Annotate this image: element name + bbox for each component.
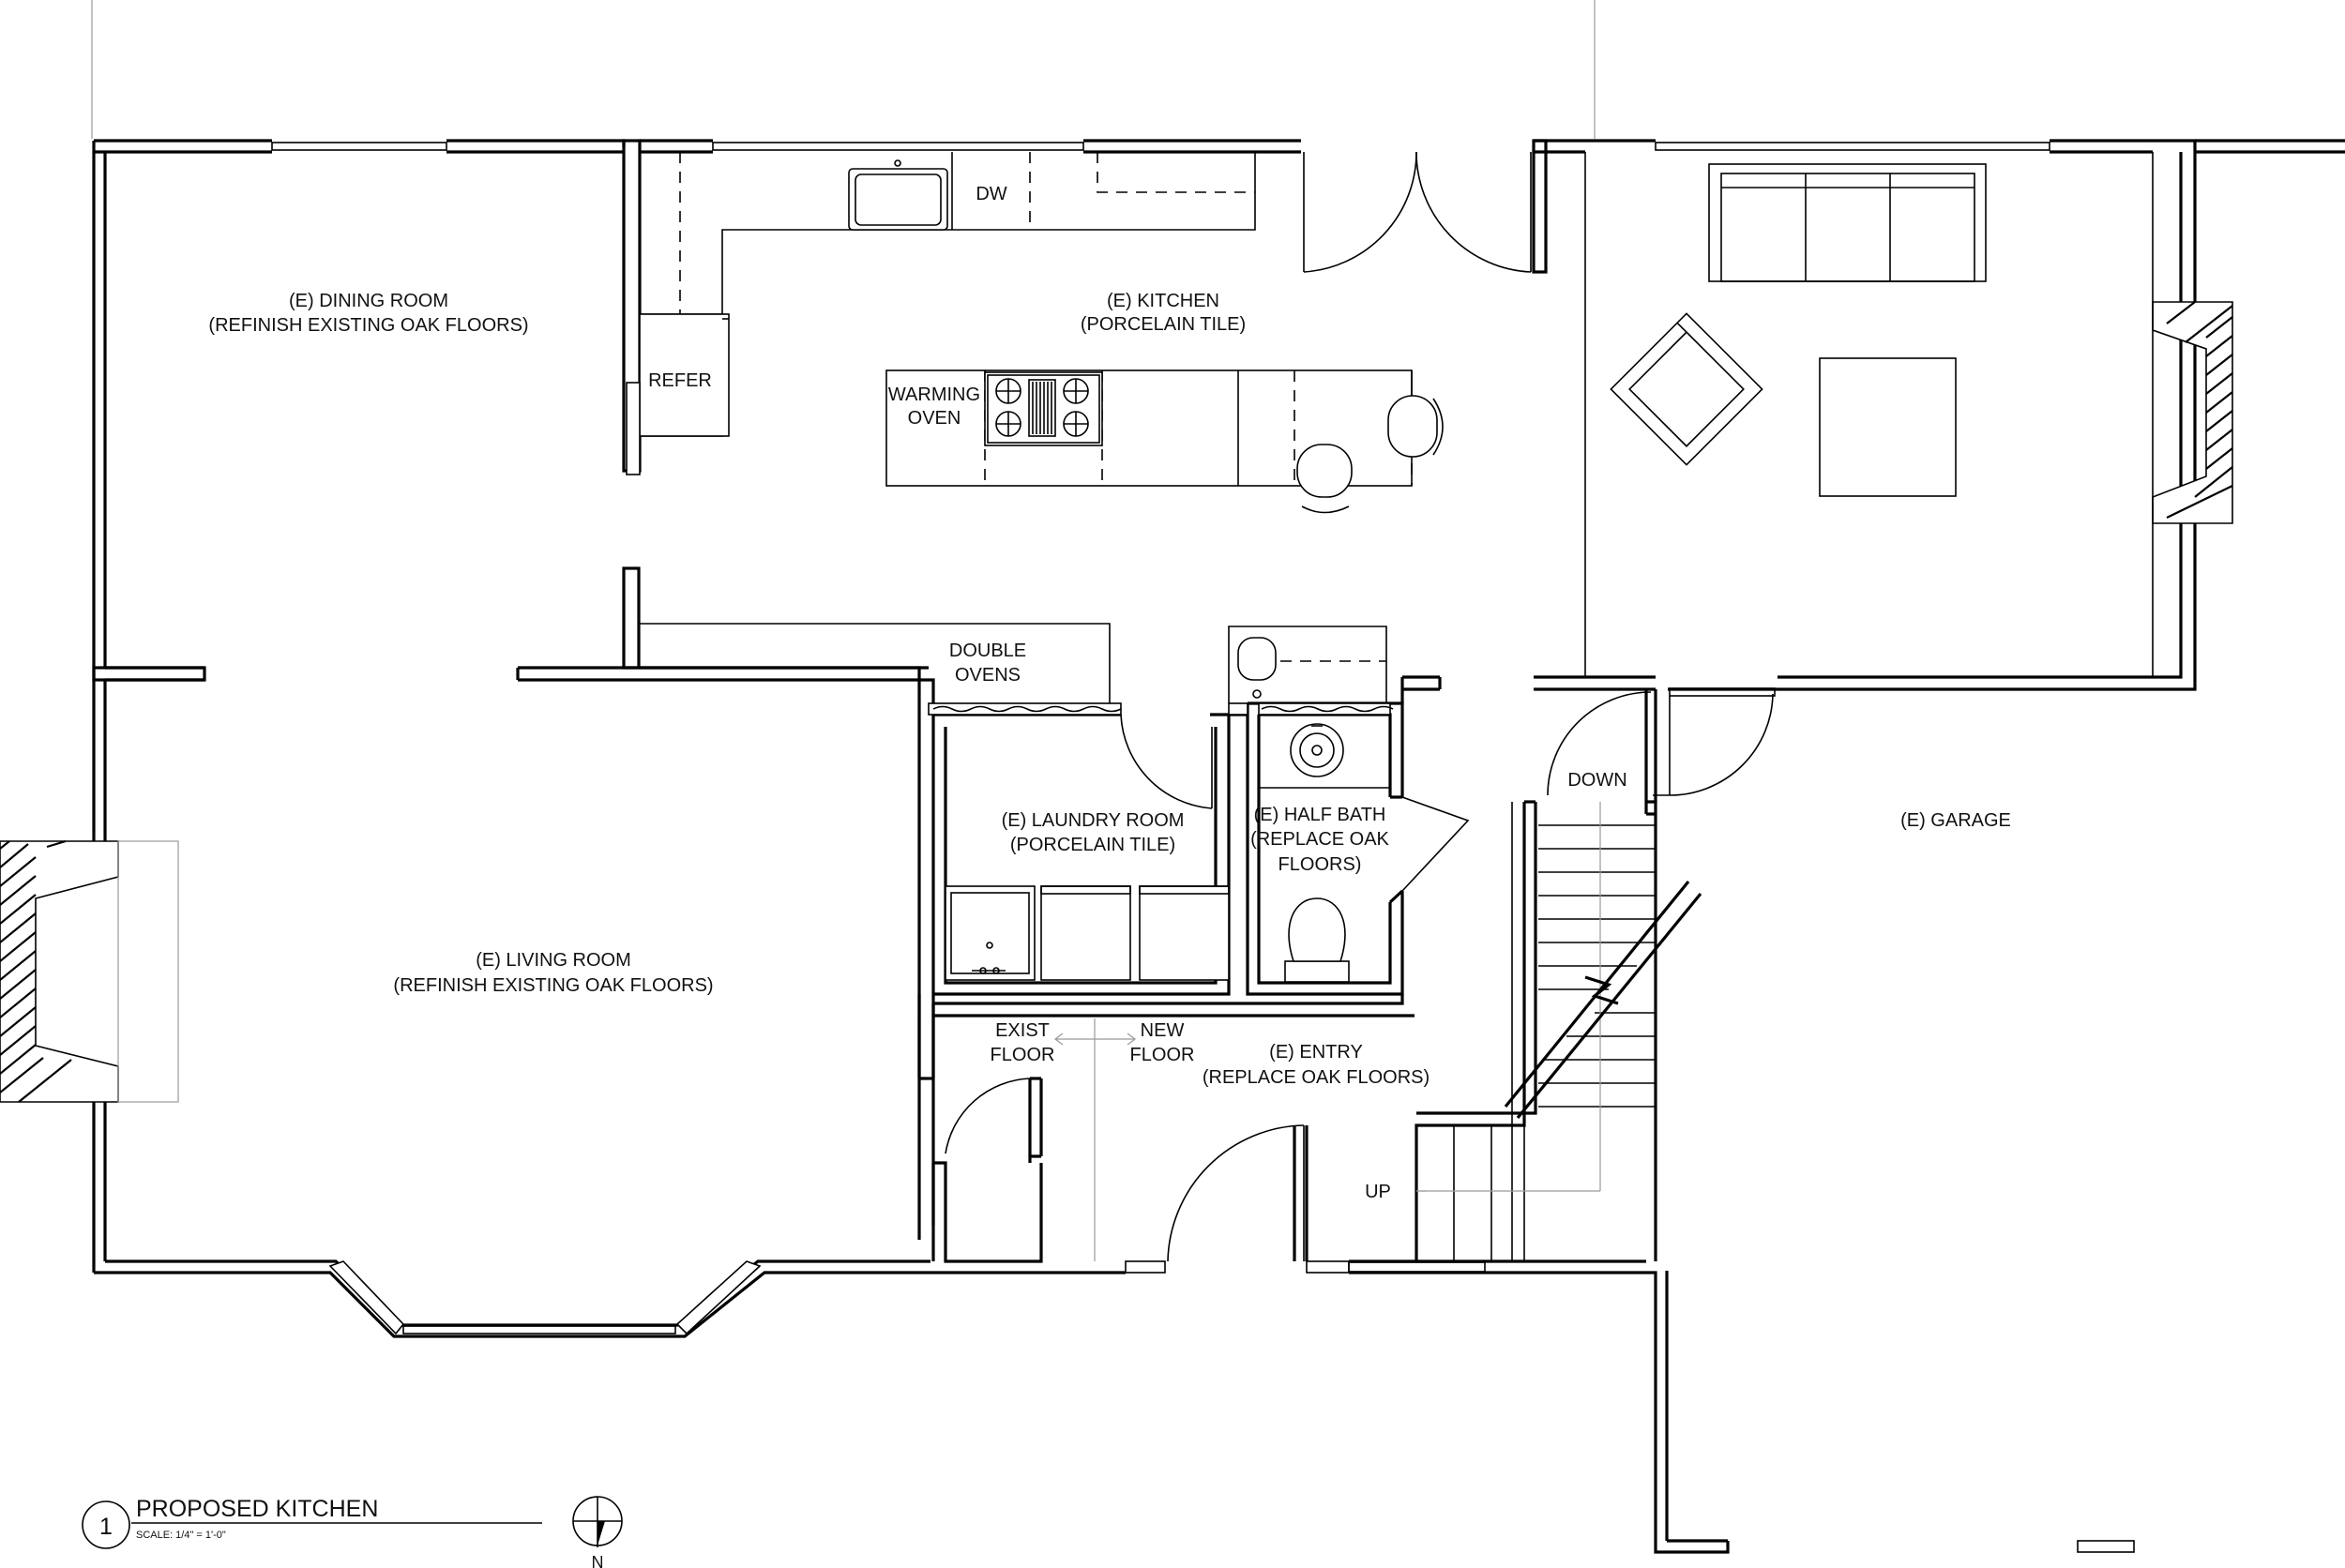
exist-floor-label-2: FLOOR xyxy=(991,1045,1055,1065)
entry-note: (REPLACE OAK FLOORS) xyxy=(1203,1067,1430,1088)
new-floor-label-1: NEW xyxy=(1141,1020,1185,1041)
doors xyxy=(945,151,1774,1262)
living-room-note: (REFINISH EXISTING OAK FLOORS) xyxy=(393,975,713,996)
title-block: 1 PROPOSED KITCHEN SCALE: 1/4" = 1'-0" xyxy=(82,1496,542,1549)
kitchen-note: (PORCELAIN TILE) xyxy=(1081,314,1246,335)
half-bath-label: (E) HALF BATH xyxy=(1254,805,1386,825)
drawing-title: PROPOSED KITCHEN xyxy=(136,1496,378,1522)
staircase xyxy=(1416,802,1702,1261)
laundry-room-label: (E) LAUNDRY ROOM xyxy=(1002,810,1185,831)
new-floor-label-2: FLOOR xyxy=(1130,1045,1195,1065)
north-arrow: N xyxy=(572,1496,623,1568)
stair-down-label: DOWN xyxy=(1567,770,1626,791)
dining-room-label: (E) DINING ROOM xyxy=(289,291,448,311)
half-bath-note-2: FLOORS) xyxy=(1278,854,1362,875)
entry-label: (E) ENTRY xyxy=(1269,1042,1363,1063)
half-bath-fixtures xyxy=(1259,723,1390,983)
kitchen-label: (E) KITCHEN xyxy=(1107,291,1219,311)
refrigerator-label: REFER xyxy=(648,370,712,391)
north-label: N xyxy=(592,1553,604,1568)
annotations: DOWN UP EXIST FLOOR NEW FLOOR xyxy=(991,770,1627,1202)
drawing-scale: SCALE: 1/4" = 1'-0" xyxy=(136,1530,226,1541)
drawing-number: 1 xyxy=(99,1514,113,1540)
west-fireplace xyxy=(0,839,179,1103)
fixture-labels: DW REFER WARMING OVEN DOUBLE OVENS xyxy=(648,184,1026,686)
family-room-furniture xyxy=(1584,152,2154,677)
exist-floor-label-1: EXIST xyxy=(995,1020,1050,1041)
laundry-appliances xyxy=(945,885,1230,981)
garage-label: (E) GARAGE xyxy=(1900,810,2011,831)
double-ovens-label-2: OVENS xyxy=(955,665,1021,686)
dining-room-note: (REFINISH EXISTING OAK FLOORS) xyxy=(208,315,528,336)
floor-transition xyxy=(1054,1018,1136,1261)
laundry-room-note: (PORCELAIN TILE) xyxy=(1010,835,1175,855)
stair-up-label: UP xyxy=(1365,1182,1391,1202)
half-bath-note-1: (REPLACE OAK xyxy=(1250,829,1389,850)
double-ovens-label-1: DOUBLE xyxy=(949,641,1026,661)
dishwasher-label: DW xyxy=(976,184,1006,204)
warming-oven-label-2: OVEN xyxy=(908,408,961,429)
bar-stools xyxy=(1296,395,1444,514)
room-labels: (E) DINING ROOM (REFINISH EXISTING OAK F… xyxy=(208,291,2010,1088)
warming-oven-label-1: WARMING xyxy=(888,384,980,405)
kitchen-counters xyxy=(626,141,1444,716)
living-room-label: (E) LIVING ROOM xyxy=(476,950,631,971)
property-lines xyxy=(91,0,1596,139)
